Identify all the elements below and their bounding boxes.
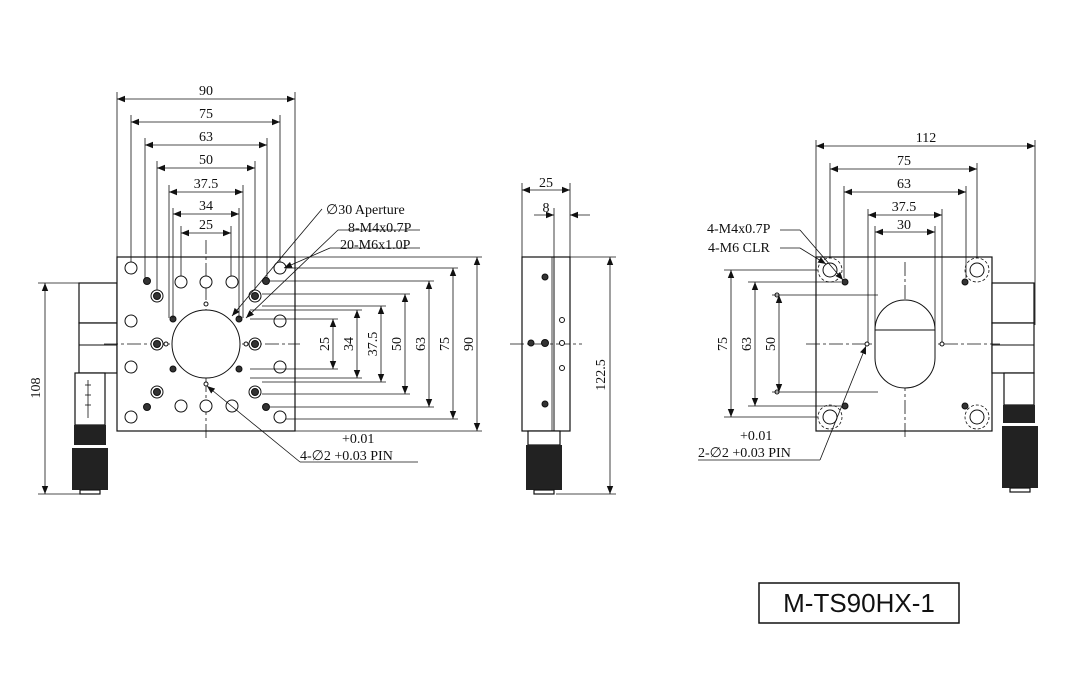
- rear-dim-37-5: 37.5: [892, 200, 917, 215]
- callout-pin-front: 4-∅2 +0.03 PIN: [300, 449, 393, 464]
- front-overall-height: 108: [29, 282, 80, 495]
- front-pins: [163, 301, 249, 387]
- front-m6-holes: [124, 261, 287, 424]
- front-screws: [150, 289, 262, 399]
- front-callouts: ∅30 Aperture 8-M4x0.7P 20-M6x1.0P +0.01 …: [206, 203, 420, 464]
- rear-vdim-75: 75: [716, 337, 731, 351]
- front-dim-90: 90: [199, 84, 213, 99]
- front-height-dimensions: [250, 256, 482, 432]
- side-dim-25: 25: [539, 176, 553, 191]
- front-m4-holes: [143, 277, 270, 411]
- callout-m6-front: 20-M6x1.0P: [340, 238, 411, 253]
- front-dim-34: 34: [199, 199, 213, 214]
- side-dim-122-5: 122.5: [594, 359, 609, 391]
- front-dim-50: 50: [199, 153, 213, 168]
- front-dim-63: 63: [199, 130, 213, 145]
- rear-height-dimensions: 75 63 50: [716, 269, 878, 418]
- front-width-labels: 90 75 63 50 37.5 34 25: [194, 84, 219, 233]
- callout-pin-rear: 2-∅2 +0.03 PIN: [698, 446, 791, 461]
- front-vdim-34: 34: [342, 337, 357, 351]
- front-vdim-50: 50: [390, 337, 405, 351]
- side-dim-8: 8: [543, 201, 550, 216]
- front-vdim-25: 25: [318, 337, 333, 351]
- rear-vdim-63: 63: [740, 337, 755, 351]
- front-width-dimensions: [116, 92, 296, 318]
- rear-dim-63: 63: [897, 177, 911, 192]
- callout-aperture: ∅30 Aperture: [326, 203, 405, 218]
- rear-callouts: 4-M4x0.7P 4-M6 CLR +0.01 2-∅2 +0.03 PIN: [698, 222, 867, 461]
- callout-pin-tol-front: +0.01: [342, 432, 374, 447]
- front-dim-37-5: 37.5: [194, 177, 219, 192]
- front-aperture: [171, 309, 241, 379]
- rear-dim-30: 30: [897, 218, 911, 233]
- model-code-box: M-TS90HX-1: [758, 582, 960, 624]
- front-vdim-63: 63: [414, 337, 429, 351]
- rear-dim-75: 75: [897, 154, 911, 169]
- front-height-labels: 25 34 37.5 50 63 75 90: [318, 332, 477, 357]
- front-dim-25: 25: [199, 218, 213, 233]
- front-dim-108: 108: [29, 378, 44, 399]
- front-vdim-90: 90: [462, 337, 477, 351]
- front-vdim-75: 75: [438, 337, 453, 351]
- rear-view: 112 75 63 37.5 30 75 63 50: [698, 131, 1038, 493]
- rear-m4-holes: [841, 278, 969, 410]
- front-view: 90 75 63 50 37.5 34 25: [29, 84, 482, 495]
- callout-m4-rear: 4-M4x0.7P: [707, 222, 771, 237]
- rear-width-dimensions: 112 75 63 37.5 30: [815, 131, 1036, 342]
- callout-pin-tol-rear: +0.01: [740, 429, 772, 444]
- front-vdim-37-5: 37.5: [366, 332, 381, 357]
- callout-m6-rear: 4-M6 CLR: [708, 241, 771, 256]
- rear-dim-112: 112: [916, 131, 936, 146]
- front-micrometer: [72, 282, 118, 495]
- rear-vdim-50: 50: [764, 337, 779, 351]
- callout-m4-front: 8-M4x0.7P: [348, 221, 412, 236]
- side-view: 25 8 122.5: [510, 176, 616, 495]
- front-dim-75: 75: [199, 107, 213, 122]
- model-code: M-TS90HX-1: [783, 588, 935, 618]
